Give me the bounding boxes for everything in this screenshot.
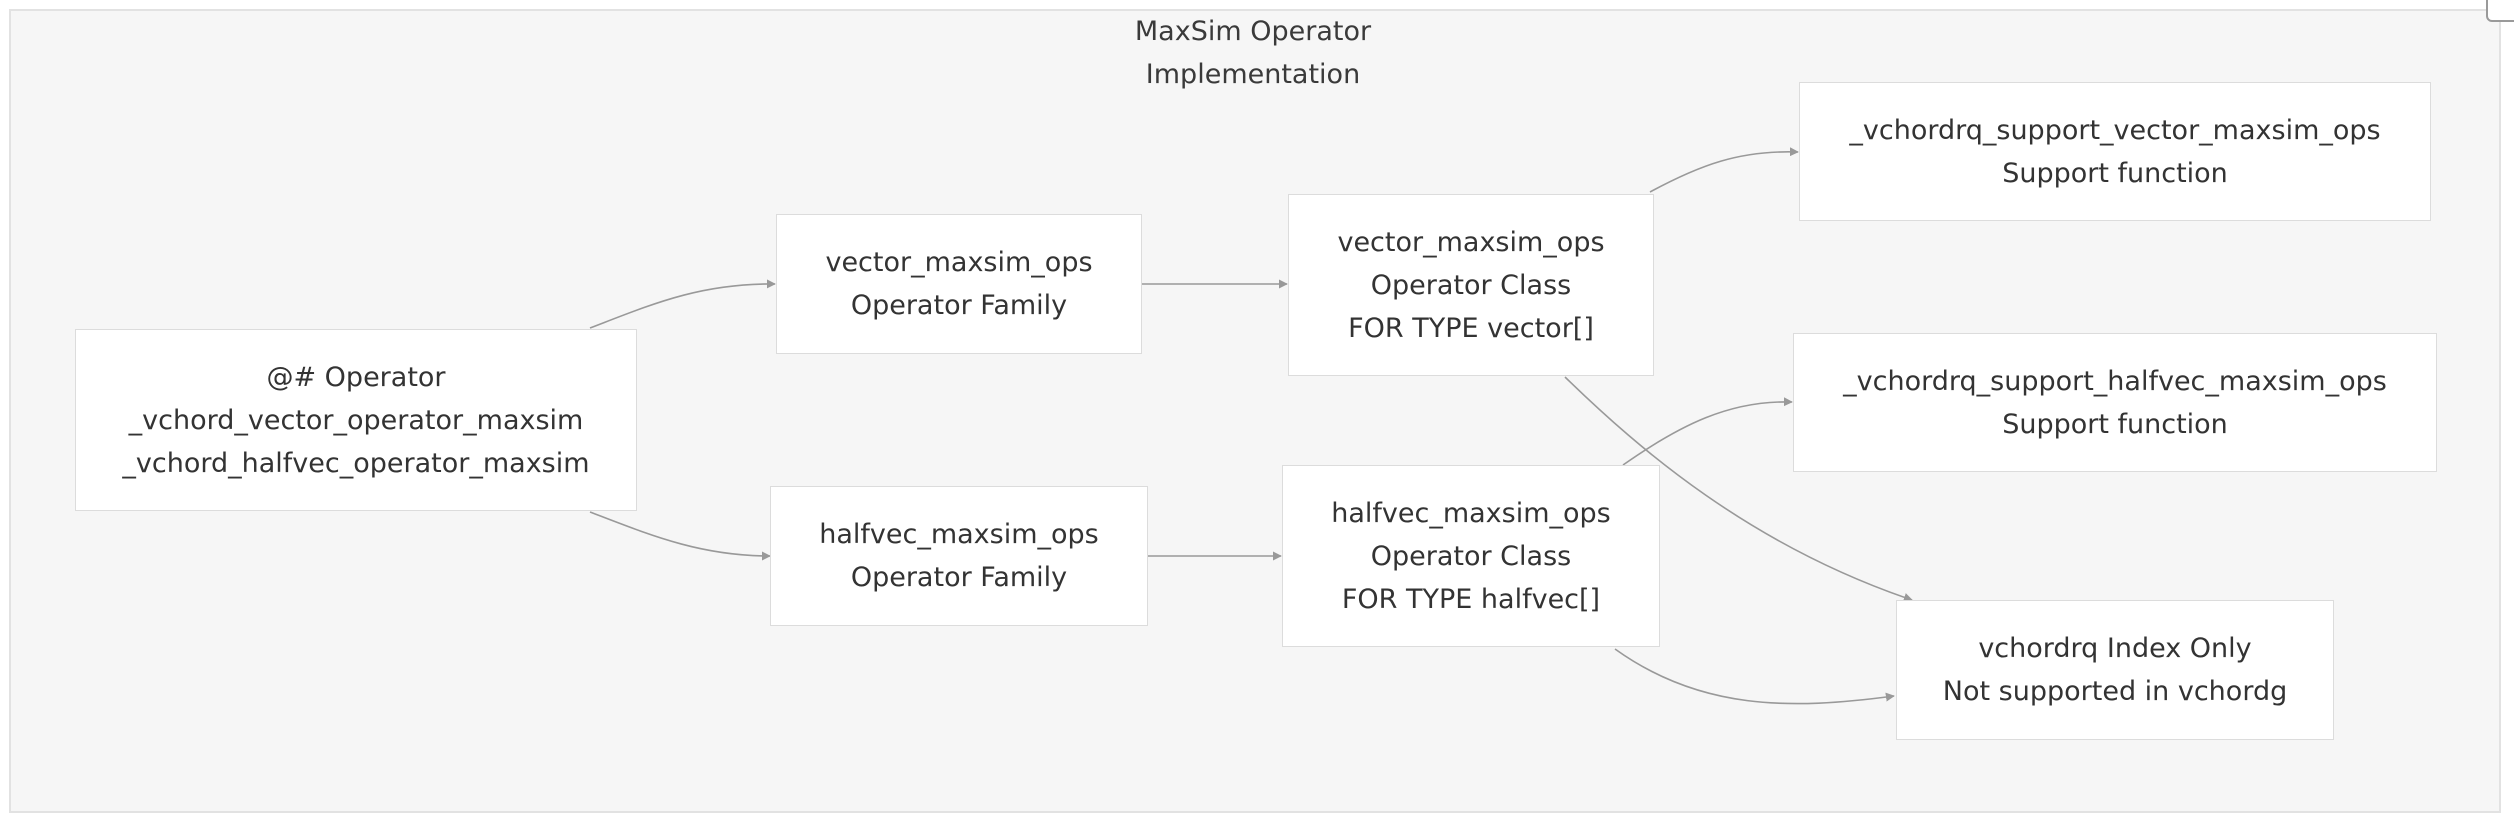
vector-family-node: vector_maxsim_ops Operator Family <box>776 214 1142 354</box>
cluster-title-line-1: MaxSim Operator <box>1134 16 1372 47</box>
index-only-line-1: vchordrq Index Only <box>1978 633 2252 664</box>
halfvec-support-line-1: _vchordrq_support_halfvec_maxsim_ops <box>1843 365 2387 397</box>
edge-halfvec-class-to-halfvec-support <box>1622 397 1793 466</box>
operator-node: @# Operator _vchord_vector_operator_maxs… <box>75 329 637 511</box>
halfvec-class-line-1: halfvec_maxsim_ops <box>1331 497 1611 529</box>
operator-node-line-2: _vchord_vector_operator_maxsim <box>128 404 584 436</box>
halfvec-support-line-2: Support function <box>2002 408 2228 440</box>
vector-support-line-1: _vchordrq_support_vector_maxsim_ops <box>1849 114 2381 146</box>
vector-support-node: _vchordrq_support_vector_maxsim_ops Supp… <box>1799 82 2431 221</box>
vector-class-node: vector_maxsim_ops Operator Class FOR TYP… <box>1288 194 1654 376</box>
halfvec-family-node: halfvec_maxsim_ops Operator Family <box>770 486 1148 626</box>
edge-operator-to-halfvec-family <box>589 511 771 561</box>
vector-family-line-1: vector_maxsim_ops <box>825 247 1093 278</box>
vector-family-line-2: Operator Family <box>850 290 1068 321</box>
index-only-node: vchordrq Index Only Not supported in vch… <box>1896 600 2334 740</box>
edge-operator-to-vector-family <box>589 279 776 329</box>
vector-class-line-3: FOR TYPE vector[] <box>1348 312 1594 344</box>
expand-icon[interactable] <box>2486 0 2514 22</box>
halfvec-family-line-1: halfvec_maxsim_ops <box>819 519 1099 550</box>
vector-support-line-2: Support function <box>2002 157 2228 189</box>
cluster-title-line-2: Implementation <box>1145 59 1361 90</box>
operator-node-line-1: @# Operator <box>266 361 446 393</box>
halfvec-family-line-2: Operator Family <box>850 562 1068 593</box>
halfvec-class-node: halfvec_maxsim_ops Operator Class FOR TY… <box>1282 465 1660 647</box>
edge-vector-class-to-vector-support <box>1649 147 1799 193</box>
halfvec-class-line-2: Operator Class <box>1370 540 1572 572</box>
operator-node-line-3: _vchord_halfvec_operator_maxsim <box>122 447 590 479</box>
index-only-line-2: Not supported in vchordg <box>1942 676 2288 707</box>
cluster-title: MaxSim Operator Implementation <box>1053 10 1453 96</box>
edge-vector-class-to-index-only <box>1564 376 1913 602</box>
halfvec-class-line-3: FOR TYPE halfvec[] <box>1341 583 1601 615</box>
edge-halfvec-class-to-index-only <box>1614 648 1895 705</box>
halfvec-support-node: _vchordrq_support_halfvec_maxsim_ops Sup… <box>1793 333 2437 472</box>
vector-class-line-1: vector_maxsim_ops <box>1337 226 1605 258</box>
vector-class-line-2: Operator Class <box>1370 269 1572 301</box>
